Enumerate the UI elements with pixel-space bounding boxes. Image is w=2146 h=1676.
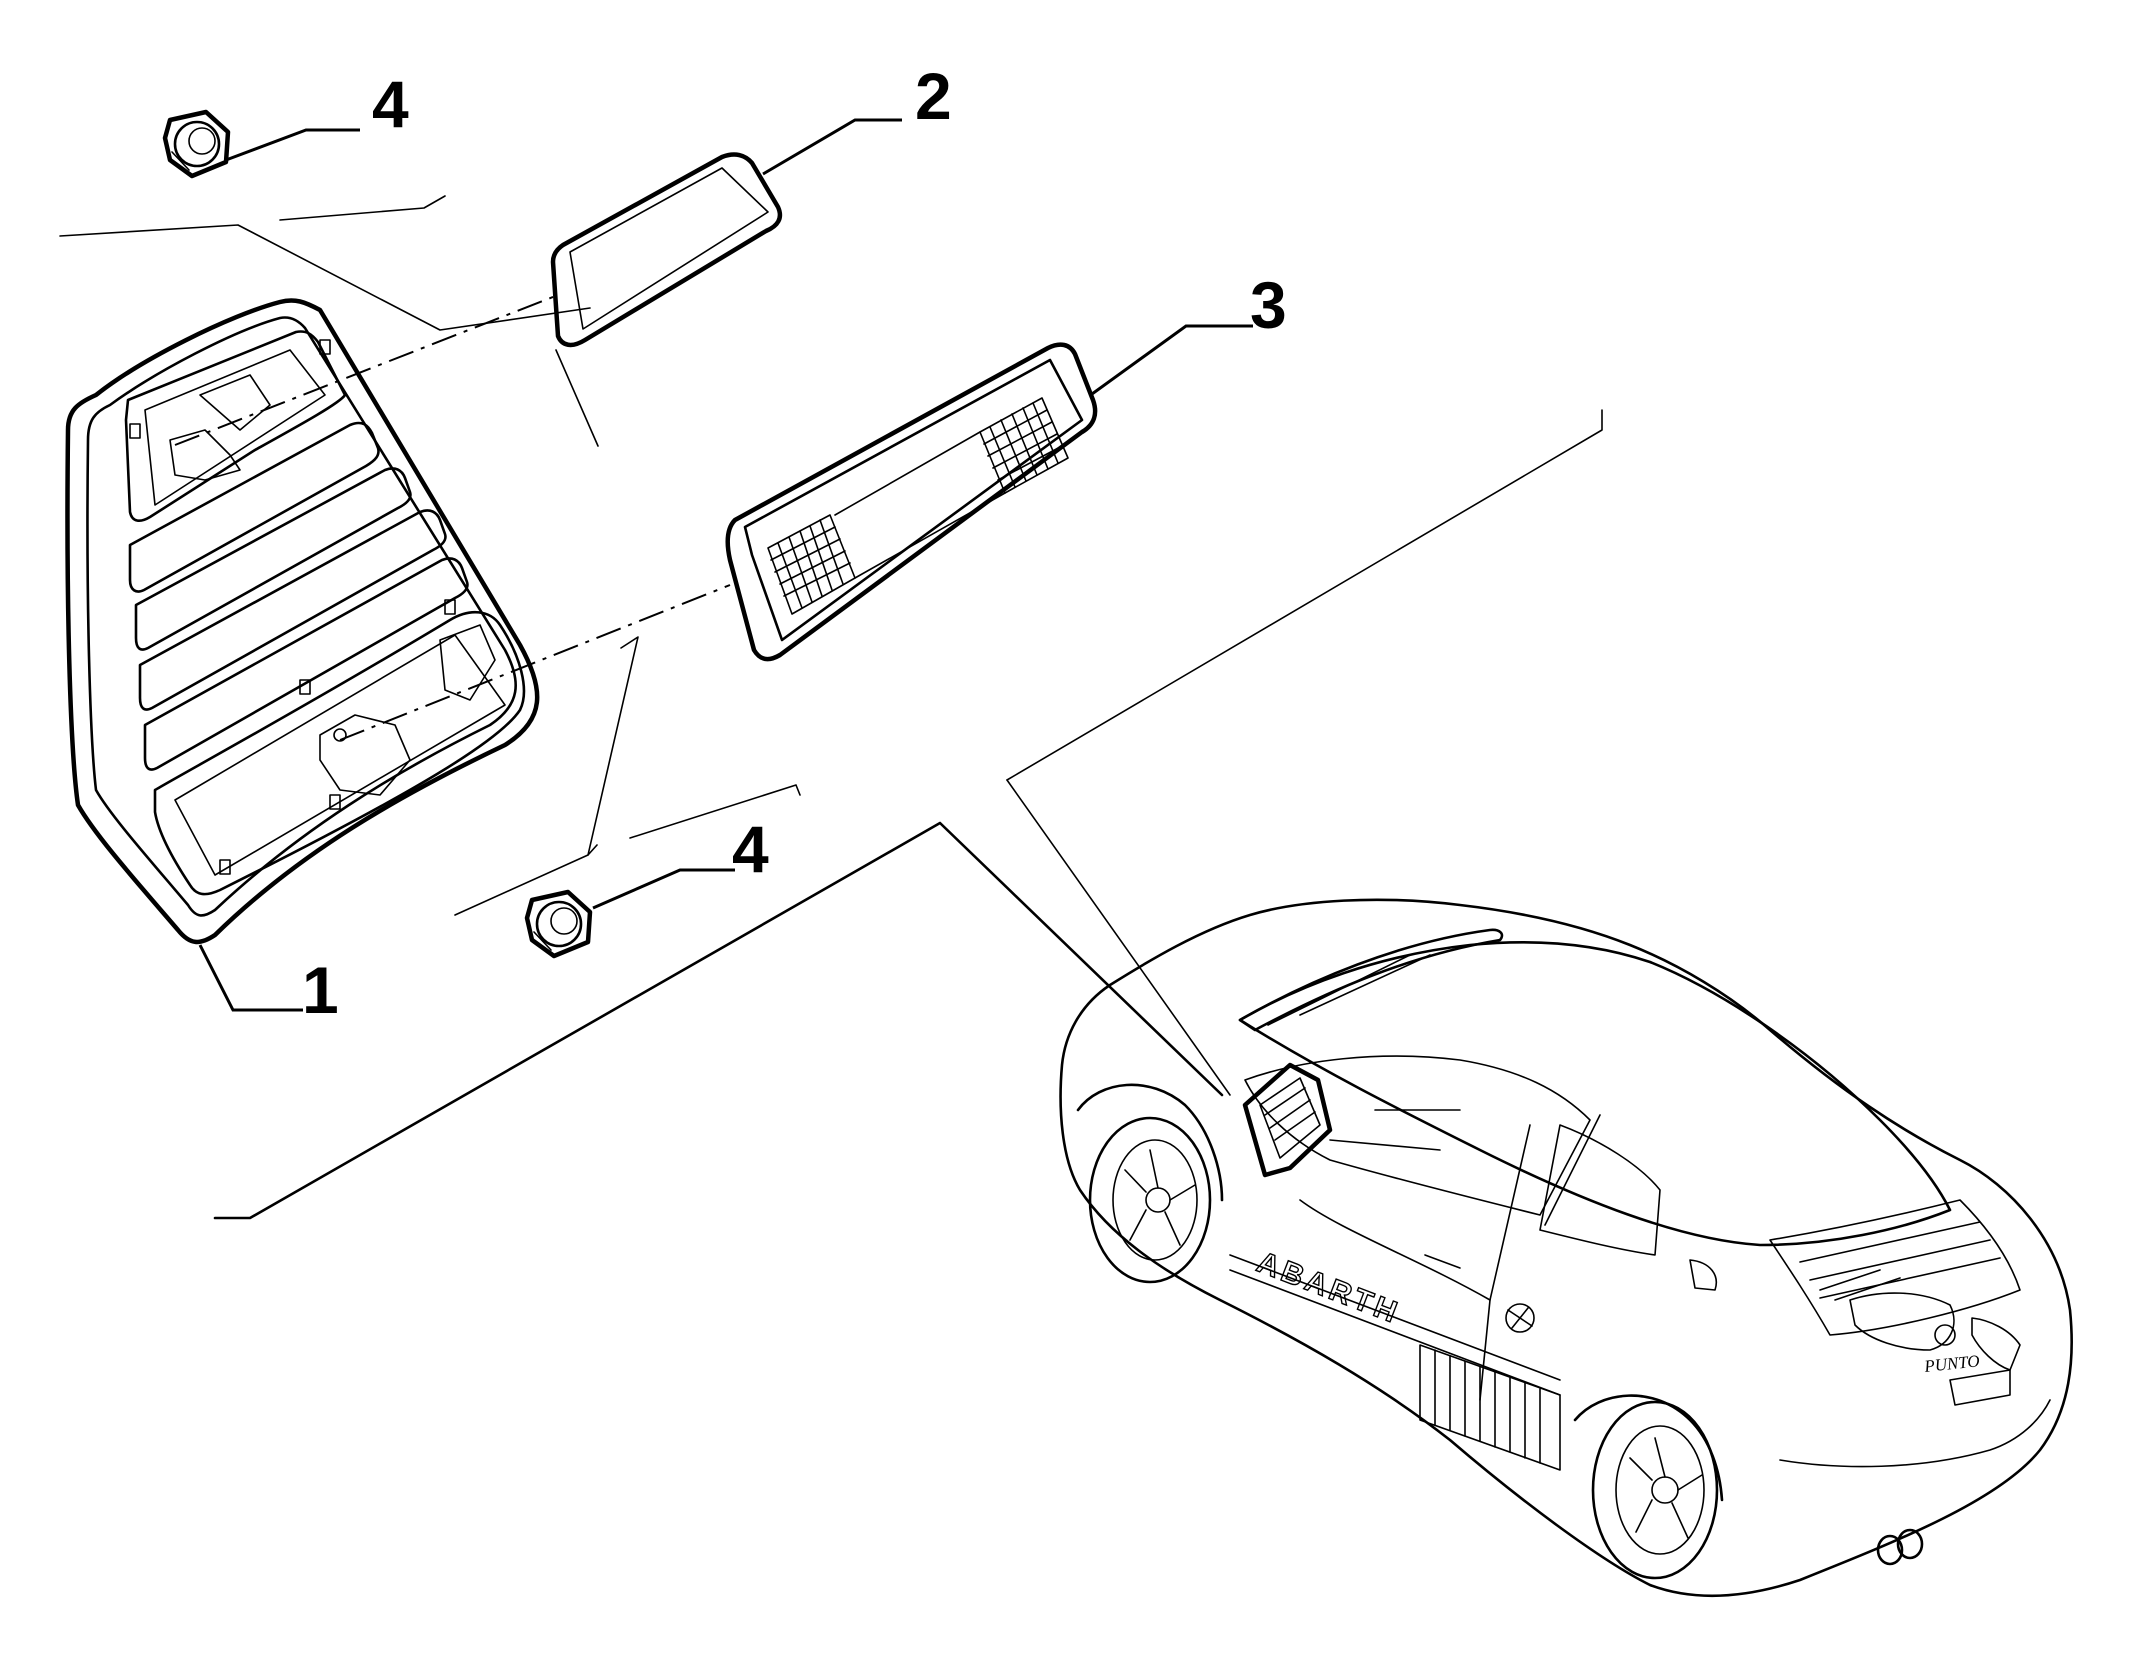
- grille-mesh-left: [767, 514, 856, 615]
- callout-label-4-bottom: 4: [732, 812, 769, 886]
- assembly-axes: [59, 195, 801, 916]
- callout-label-1: 1: [302, 953, 339, 1027]
- highlighted-vent: [1242, 1062, 1333, 1178]
- front-wheel: [1088, 1116, 1212, 1284]
- hex-nut-bottom: [524, 889, 593, 959]
- callout-label-4-top: 4: [372, 67, 409, 141]
- hex-nut-top: [162, 109, 231, 179]
- location-pointer: [213, 409, 1603, 1220]
- car-illustration: ABARTH PUNTO: [1059, 898, 2073, 1597]
- grille-panel: [725, 342, 1098, 662]
- rear-wheel: [1591, 1400, 1719, 1580]
- callout-label-3: 3: [1250, 268, 1287, 342]
- leader-lines: [198, 118, 1253, 1012]
- side-stripes: ABARTH: [1229, 1245, 1561, 1471]
- tail-light-housing: [65, 298, 540, 945]
- scorpion-emblem: [1505, 1303, 1535, 1333]
- side-decal-text: ABARTH: [1252, 1246, 1404, 1331]
- rear-badge-text: PUNTO: [1922, 1351, 1980, 1376]
- reflector-lens: [550, 152, 783, 348]
- front-logo: [1934, 1324, 1956, 1346]
- callout-label-2: 2: [915, 59, 952, 133]
- grille-mesh-right: [979, 397, 1069, 494]
- exhaust-tips: [1876, 1528, 1924, 1566]
